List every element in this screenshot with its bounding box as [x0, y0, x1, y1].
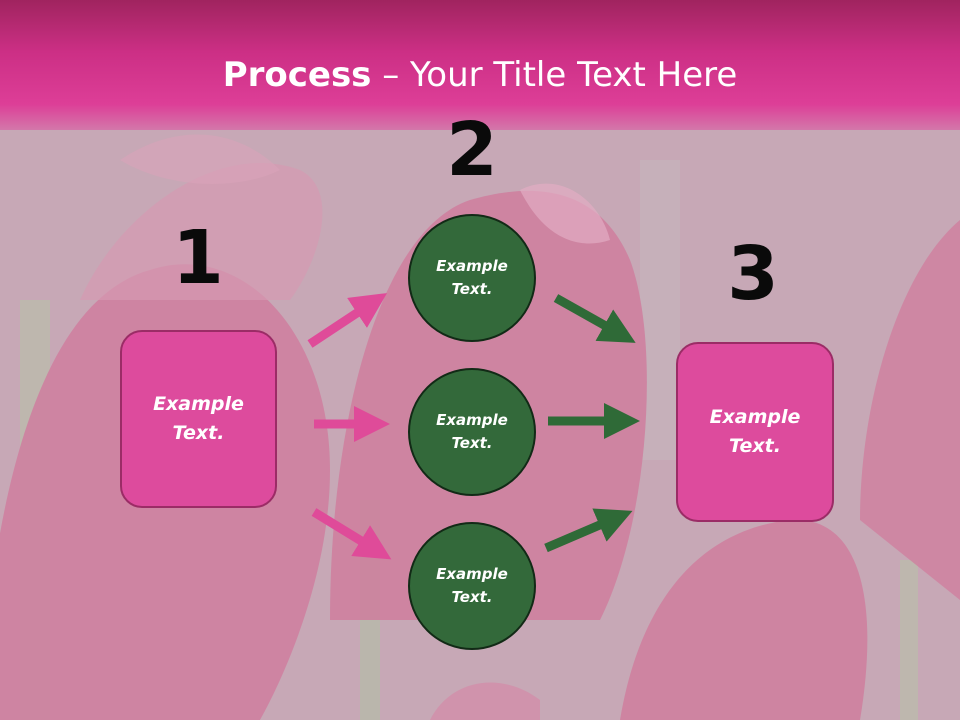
step-number-3: 3: [727, 231, 779, 317]
step-3-label: Example Text.: [709, 406, 801, 457]
step-2-circle-bottom[interactable]: Example Text.: [408, 522, 536, 650]
arrow-top-to-3: [553, 294, 636, 343]
step-number-2: 2: [446, 107, 498, 193]
step-1-box[interactable]: Example Text.: [120, 330, 277, 508]
step-3-box[interactable]: Example Text.: [676, 342, 834, 522]
step-number-1: 1: [172, 215, 224, 301]
arrow-1-to-bottom: [311, 508, 392, 560]
step-2-circle-middle-label: Example Text.: [436, 411, 508, 452]
title-bar: [0, 0, 960, 130]
step-2-circle-bottom-label: Example Text.: [436, 565, 508, 606]
arrow-1-to-top: [307, 293, 388, 348]
title-rest: – Your Title Text Here: [371, 55, 738, 95]
page-title: Process – Your Title Text Here: [0, 52, 960, 98]
step-2-circle-top-label: Example Text.: [436, 257, 508, 298]
step-1-label: Example Text.: [153, 393, 244, 444]
title-bold: Process: [222, 55, 372, 95]
step-2-circle-middle[interactable]: Example Text.: [408, 368, 536, 496]
step-2-circle-top[interactable]: Example Text.: [408, 214, 536, 342]
arrow-bottom-to-3: [544, 508, 633, 553]
